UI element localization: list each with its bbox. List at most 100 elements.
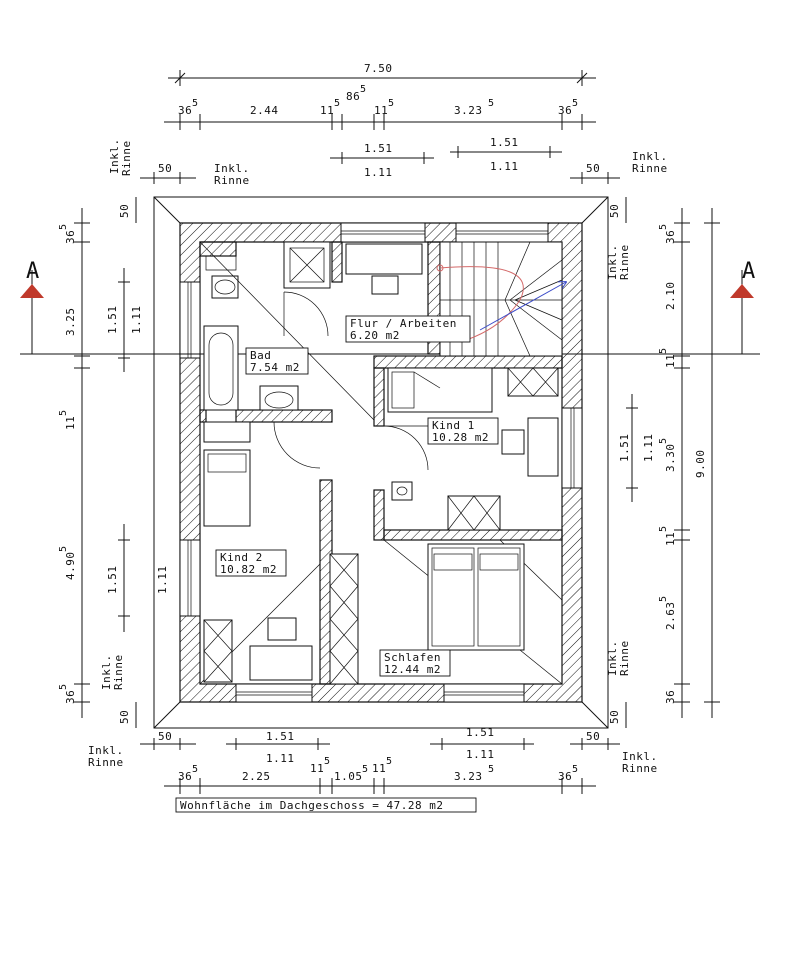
svg-text:1.11: 1.11 (466, 748, 495, 761)
bathroom-fixtures (203, 241, 331, 411)
svg-text:5: 5 (58, 684, 69, 690)
svg-text:36: 36 (64, 230, 77, 244)
svg-text:36: 36 (64, 690, 77, 704)
svg-text:5: 5 (386, 756, 392, 767)
wardrobe-kind1 (507, 367, 559, 397)
svg-text:36: 36 (664, 690, 677, 704)
svg-text:4.90: 4.90 (64, 552, 77, 581)
label-inkl-top-right: Inkl. (632, 150, 668, 163)
dim-top-seg-1: 36 (178, 104, 192, 117)
svg-text:5: 5 (192, 98, 198, 109)
label-inkl-right-top: Inkl. (606, 244, 619, 280)
kind2-furniture (203, 421, 313, 683)
windows (179, 222, 583, 703)
label-rinne-left-vert: Rinne (112, 654, 125, 690)
room-area-schlafen: 12.44 m2 (384, 663, 441, 676)
svg-text:1.51: 1.51 (106, 566, 119, 595)
dim-total-height: 9.00 (694, 450, 707, 479)
washbasin (259, 385, 299, 411)
label-inkl-tl-vert: Inkl. (108, 138, 121, 174)
dimensions-right: 36 5 2.10 11 5 3.30 5 11 5 2.63 5 36 9.0… (606, 197, 720, 728)
svg-text:5: 5 (58, 410, 69, 416)
section-mark-left: A (26, 259, 40, 284)
dim-bottom-seg-4: 1.05 (334, 770, 363, 783)
dim-bottom-seg-2: 2.25 (242, 770, 271, 783)
svg-text:1.11: 1.11 (130, 306, 143, 335)
svg-text:5: 5 (334, 98, 340, 109)
dim-bottom-seg-1: 36 (178, 770, 192, 783)
room-name-bad: Bad (250, 349, 271, 362)
double-bed (427, 543, 525, 651)
svg-text:5: 5 (658, 348, 669, 354)
svg-text:5: 5 (324, 756, 330, 767)
section-arrow-right (730, 284, 754, 298)
label-rinne-right-bottom: Rinne (618, 640, 631, 676)
svg-text:5: 5 (58, 546, 69, 552)
dim-total-width: 7.50 (364, 62, 393, 75)
label-inkl-bottom-left: Inkl. (88, 744, 124, 757)
svg-text:5: 5 (360, 84, 366, 95)
desk-kind2 (249, 645, 313, 681)
svg-text:5: 5 (58, 224, 69, 230)
svg-text:50: 50 (158, 730, 172, 743)
svg-text:1.11: 1.11 (156, 566, 169, 595)
svg-text:2.63: 2.63 (664, 602, 677, 631)
svg-text:5: 5 (658, 596, 669, 602)
dim-bottom-seg-5: 11 (372, 762, 386, 775)
door-swings (273, 291, 429, 471)
svg-text:11: 11 (664, 354, 677, 368)
desk-kind1 (527, 417, 559, 477)
room-area-flur: 6.20 m2 (350, 329, 400, 342)
svg-text:1.11: 1.11 (490, 160, 519, 173)
svg-text:50: 50 (586, 730, 600, 743)
svg-text:5: 5 (658, 438, 669, 444)
dim-top-seg-2: 2.44 (250, 104, 279, 117)
label-rinne-top-left: Rinne (214, 174, 250, 187)
svg-text:5: 5 (488, 764, 494, 775)
label-rinne-bottom-right: Rinne (622, 762, 658, 775)
svg-text:1.11: 1.11 (642, 434, 655, 463)
room-name-flur: Flur / Arbeiten (350, 317, 457, 330)
room-area-kind1: 10.28 m2 (432, 431, 489, 444)
wardrobe-schlafen (329, 553, 359, 685)
svg-text:5: 5 (572, 98, 578, 109)
svg-text:5: 5 (572, 764, 578, 775)
svg-text:5: 5 (192, 764, 198, 775)
shelf-kind2 (203, 421, 251, 443)
wardrobe-kind2 (203, 619, 233, 683)
label-inkl-bottom-right: Inkl. (622, 750, 658, 763)
room-area-kind2: 10.82 m2 (220, 563, 277, 576)
toilet (211, 275, 239, 299)
bed-kind2 (203, 449, 251, 527)
room-name-kind2: Kind 2 (220, 551, 263, 564)
svg-text:5: 5 (388, 98, 394, 109)
wc-small (391, 481, 413, 501)
svg-text:11: 11 (664, 532, 677, 546)
desk-flur (345, 243, 423, 295)
living-area-summary: Wohnfläche im Dachgeschoss = 47.28 m2 (180, 799, 444, 812)
svg-text:5: 5 (488, 98, 494, 109)
svg-text:50: 50 (608, 204, 621, 218)
svg-text:3.25: 3.25 (64, 308, 77, 337)
dim-top-seg-4: 86 (346, 90, 360, 103)
wardrobe2-kind1 (447, 495, 501, 531)
label-inkl-top-left: Inkl. (214, 162, 250, 175)
svg-text:50: 50 (586, 162, 600, 175)
dim-bottom-seg-3: 11 (310, 762, 324, 775)
dim-top-seg-7: 36 (558, 104, 572, 117)
svg-text:1.51: 1.51 (618, 434, 631, 463)
kind1-furniture (387, 367, 559, 531)
svg-text:1.51: 1.51 (466, 726, 495, 739)
svg-text:36: 36 (664, 230, 677, 244)
section-line: A A (20, 259, 760, 355)
svg-text:50: 50 (158, 162, 172, 175)
svg-text:1.51: 1.51 (106, 306, 119, 335)
svg-text:50: 50 (118, 710, 131, 724)
roof-outline (153, 196, 609, 729)
label-rinne-tl-vert: Rinne (120, 140, 133, 176)
section-arrow-left (20, 284, 44, 298)
dimensions-top: 7.50 36 5 2.44 11 5 86 5 11 5 3.23 5 36 … (108, 62, 668, 187)
dimensions-left: 36 5 3.25 11 5 4.90 5 36 5 1.51 1.11 1.5… (58, 197, 169, 728)
label-rinne-bottom-left: Rinne (88, 756, 124, 769)
